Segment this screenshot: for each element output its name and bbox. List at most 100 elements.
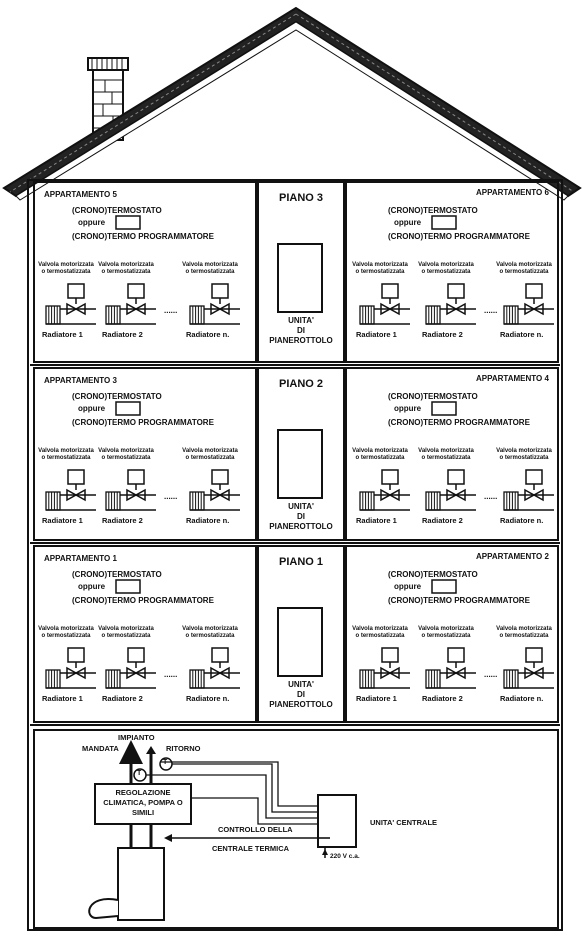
apt-right-floor-1-valve-label-3: Valvola motorizzata o termostatizzata xyxy=(496,626,552,639)
landing-unit-1-line2: DI xyxy=(297,690,305,699)
landing-unit-1 xyxy=(277,607,323,677)
apt-left-floor-1-thermostat-line1: (CRONO)TERMOSTATO xyxy=(72,570,162,579)
apt-right-floor-1-valve-label-2: Valvola motorizzata o termostatizzata xyxy=(418,626,474,639)
apt-left-floor-2-valve-label-2: Valvola motorizzata o termostatizzata xyxy=(98,448,154,461)
apt-right-floor-3-radiator-label-2: Radiatore 2 xyxy=(422,330,463,339)
apt-right-floor-1-oppure: oppure xyxy=(394,582,422,591)
sensor-t-mandata: T xyxy=(137,770,142,777)
apt-right-floor-2-radiator-group-3 xyxy=(503,469,554,511)
apt-left-floor-1-radiator-group-2 xyxy=(105,647,156,689)
apt-left-floor-3-radiator-group-3 xyxy=(189,283,240,325)
apt-right-floor-1-valve-label-1: Valvola motorizzata o termostatizzata xyxy=(352,626,408,639)
apt-left-floor-3-oppure: oppure xyxy=(78,218,106,227)
apt-right-floor-2-radiator-label-1: Radiatore 1 xyxy=(356,516,397,525)
landing-unit-3-line2: DI xyxy=(297,326,305,335)
apt-right-floor-2-valve-label-3: Valvola motorizzata o termostatizzata xyxy=(496,448,552,461)
apt-right-floor-2-thermostat-line1: (CRONO)TERMOSTATO xyxy=(388,392,478,401)
apt-left-floor-1-radiator-label-1: Radiatore 1 xyxy=(42,694,83,703)
apt-left-floor-2-radiator-label-2: Radiatore 2 xyxy=(102,516,143,525)
apt-left-floor-3-thermostat-line1: (CRONO)TERMOSTATO xyxy=(72,206,162,215)
apt-right-floor-3-thermostat-line1: (CRONO)TERMOSTATO xyxy=(388,206,478,215)
apt-right-floor-2-title: APPARTAMENTO 4 xyxy=(476,374,549,383)
impianto-label: IMPIANTO xyxy=(118,733,155,742)
apt-right-floor-1-title: APPARTAMENTO 2 xyxy=(476,552,549,561)
apt-right-floor-3-thermostat-box xyxy=(431,215,457,230)
burner xyxy=(88,898,119,920)
apt-left-floor-3-radiator-group-2 xyxy=(105,283,156,325)
apt-left-floor-1-radiator-group-1 xyxy=(45,647,96,689)
apt-left-floor-3-radiator-label-2: Radiatore 2 xyxy=(102,330,143,339)
apt-right-floor-1-radiator-group-2 xyxy=(425,647,476,689)
apt-left-floor-3-thermostat-box xyxy=(115,215,141,230)
apt-left-floor-3-radiator-label-3: Radiatore n. xyxy=(186,330,230,339)
apt-right-floor-3-valve-label-1: Valvola motorizzata o termostatizzata xyxy=(352,262,408,275)
apt-left-floor-1-valve-label-1: Valvola motorizzata o termostatizzata xyxy=(38,626,94,639)
piano-1-label: PIANO 1 xyxy=(278,556,323,568)
apt-left-floor-1-title: APPARTAMENTO 1 xyxy=(44,554,117,563)
regolazione-label: REGOLAZIONE CLIMATICA, POMPA O SIMILI xyxy=(103,788,183,817)
apt-left-floor-2-title: APPARTAMENTO 3 xyxy=(44,376,117,385)
apt-left-floor-1-oppure: oppure xyxy=(78,582,106,591)
apt-right-floor-3-radiator-label-3: Radiatore n. xyxy=(500,330,544,339)
apt-right-floor-3-valve-label-2: Valvola motorizzata o termostatizzata xyxy=(418,262,474,275)
apt-left-floor-3-valve-label-2: Valvola motorizzata o termostatizzata xyxy=(98,262,154,275)
apt-left-floor-3-valve-label-3: Valvola motorizzata o termostatizzata xyxy=(182,262,238,275)
mandata-label: MANDATA xyxy=(82,744,119,753)
landing-unit-2-line2: DI xyxy=(297,512,305,521)
apt-left-floor-1-dots: ...... xyxy=(164,670,178,679)
roof xyxy=(2,6,582,201)
apt-right-floor-2-thermostat-line2: (CRONO)TERMO PROGRAMMATORE xyxy=(388,418,530,427)
landing-unit-3-line3: PIANEROTTOLO xyxy=(269,336,333,345)
apt-left-floor-3-dots: ...... xyxy=(164,306,178,315)
ritorno-label: RITORNO xyxy=(166,744,201,753)
apt-left-floor-2-thermostat-line2: (CRONO)TERMO PROGRAMMATORE xyxy=(72,418,214,427)
apt-left-floor-2-radiator-group-2 xyxy=(105,469,156,511)
apt-left-floor-1-radiator-label-2: Radiatore 2 xyxy=(102,694,143,703)
apt-left-floor-2-radiator-label-3: Radiatore n. xyxy=(186,516,230,525)
apt-right-floor-1-thermostat-box xyxy=(431,579,457,594)
apt-left-floor-2-thermostat-line1: (CRONO)TERMOSTATO xyxy=(72,392,162,401)
apt-right-floor-1-radiator-label-2: Radiatore 2 xyxy=(422,694,463,703)
apt-left-floor-2-radiator-label-1: Radiatore 1 xyxy=(42,516,83,525)
unita-centrale-label: UNITA' CENTRALE xyxy=(370,818,438,827)
apt-left-floor-2-radiator-group-3 xyxy=(189,469,240,511)
landing-unit-3 xyxy=(277,243,323,313)
apt-left-floor-1-valve-label-3: Valvola motorizzata o termostatizzata xyxy=(182,626,238,639)
apt-right-floor-3-radiator-group-2 xyxy=(425,283,476,325)
apt-right-floor-3-dots: ...... xyxy=(484,306,498,315)
sensor-t-ritorno: T xyxy=(163,759,168,766)
apt-left-floor-2-valve-label-3: Valvola motorizzata o termostatizzata xyxy=(182,448,238,461)
apt-left-floor-2-thermostat-box xyxy=(115,401,141,416)
apt-left-floor-2-radiator-group-1 xyxy=(45,469,96,511)
apt-right-floor-1-radiator-group-1 xyxy=(359,647,410,689)
apt-left-floor-2-dots: ...... xyxy=(164,492,178,501)
apt-left-floor-2-oppure: oppure xyxy=(78,404,106,413)
apt-right-floor-2-radiator-label-3: Radiatore n. xyxy=(500,516,544,525)
apt-left-floor-1-thermostat-line2: (CRONO)TERMO PROGRAMMATORE xyxy=(72,596,214,605)
apt-right-floor-3-title: APPARTAMENTO 6 xyxy=(476,188,549,197)
landing-unit-1-line1: UNITA' xyxy=(288,680,314,689)
apt-right-floor-3-valve-label-3: Valvola motorizzata o termostatizzata xyxy=(496,262,552,275)
power-label: 220 V c.a. xyxy=(330,853,360,860)
apt-right-floor-3-radiator-label-1: Radiatore 1 xyxy=(356,330,397,339)
apt-left-floor-2-valve-label-1: Valvola motorizzata o termostatizzata xyxy=(38,448,94,461)
apt-right-floor-2-dots: ...... xyxy=(484,492,498,501)
apt-right-floor-2-radiator-label-2: Radiatore 2 xyxy=(422,516,463,525)
apt-left-floor-3-radiator-label-1: Radiatore 1 xyxy=(42,330,83,339)
apt-right-floor-3-thermostat-line2: (CRONO)TERMO PROGRAMMATORE xyxy=(388,232,530,241)
apt-right-floor-2-oppure: oppure xyxy=(394,404,422,413)
boiler xyxy=(117,847,165,921)
landing-unit-2 xyxy=(277,429,323,499)
apt-right-floor-1-radiator-label-1: Radiatore 1 xyxy=(356,694,397,703)
central-unit xyxy=(317,794,357,848)
apt-left-floor-3-thermostat-line2: (CRONO)TERMO PROGRAMMATORE xyxy=(72,232,214,241)
apt-left-floor-3-valve-label-1: Valvola motorizzata o termostatizzata xyxy=(38,262,94,275)
apt-left-floor-1-valve-label-2: Valvola motorizzata o termostatizzata xyxy=(98,626,154,639)
apt-right-floor-2-thermostat-box xyxy=(431,401,457,416)
apt-right-floor-2-radiator-group-1 xyxy=(359,469,410,511)
apt-right-floor-1-thermostat-line2: (CRONO)TERMO PROGRAMMATORE xyxy=(388,596,530,605)
apt-left-floor-1-radiator-label-3: Radiatore n. xyxy=(186,694,230,703)
